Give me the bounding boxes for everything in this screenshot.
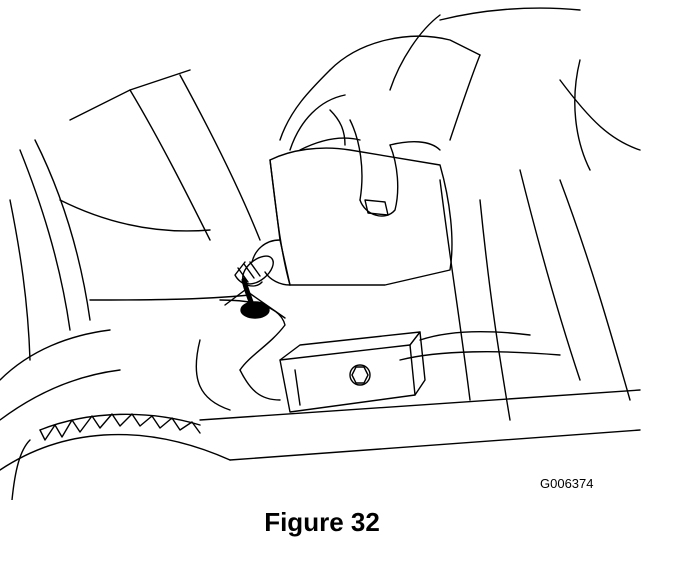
- hand-and-arm: [279, 14, 481, 217]
- filler-neck: [195, 289, 286, 411]
- tire: [0, 413, 231, 500]
- engine-bracket: [279, 331, 426, 413]
- figure-id-label: G006374: [540, 476, 594, 491]
- figure-caption: Figure 32: [264, 507, 380, 537]
- oil-bottle: [234, 147, 453, 311]
- oil-bottle-pour-icon: [0, 7, 641, 500]
- vehicle-body-lines: [0, 7, 641, 461]
